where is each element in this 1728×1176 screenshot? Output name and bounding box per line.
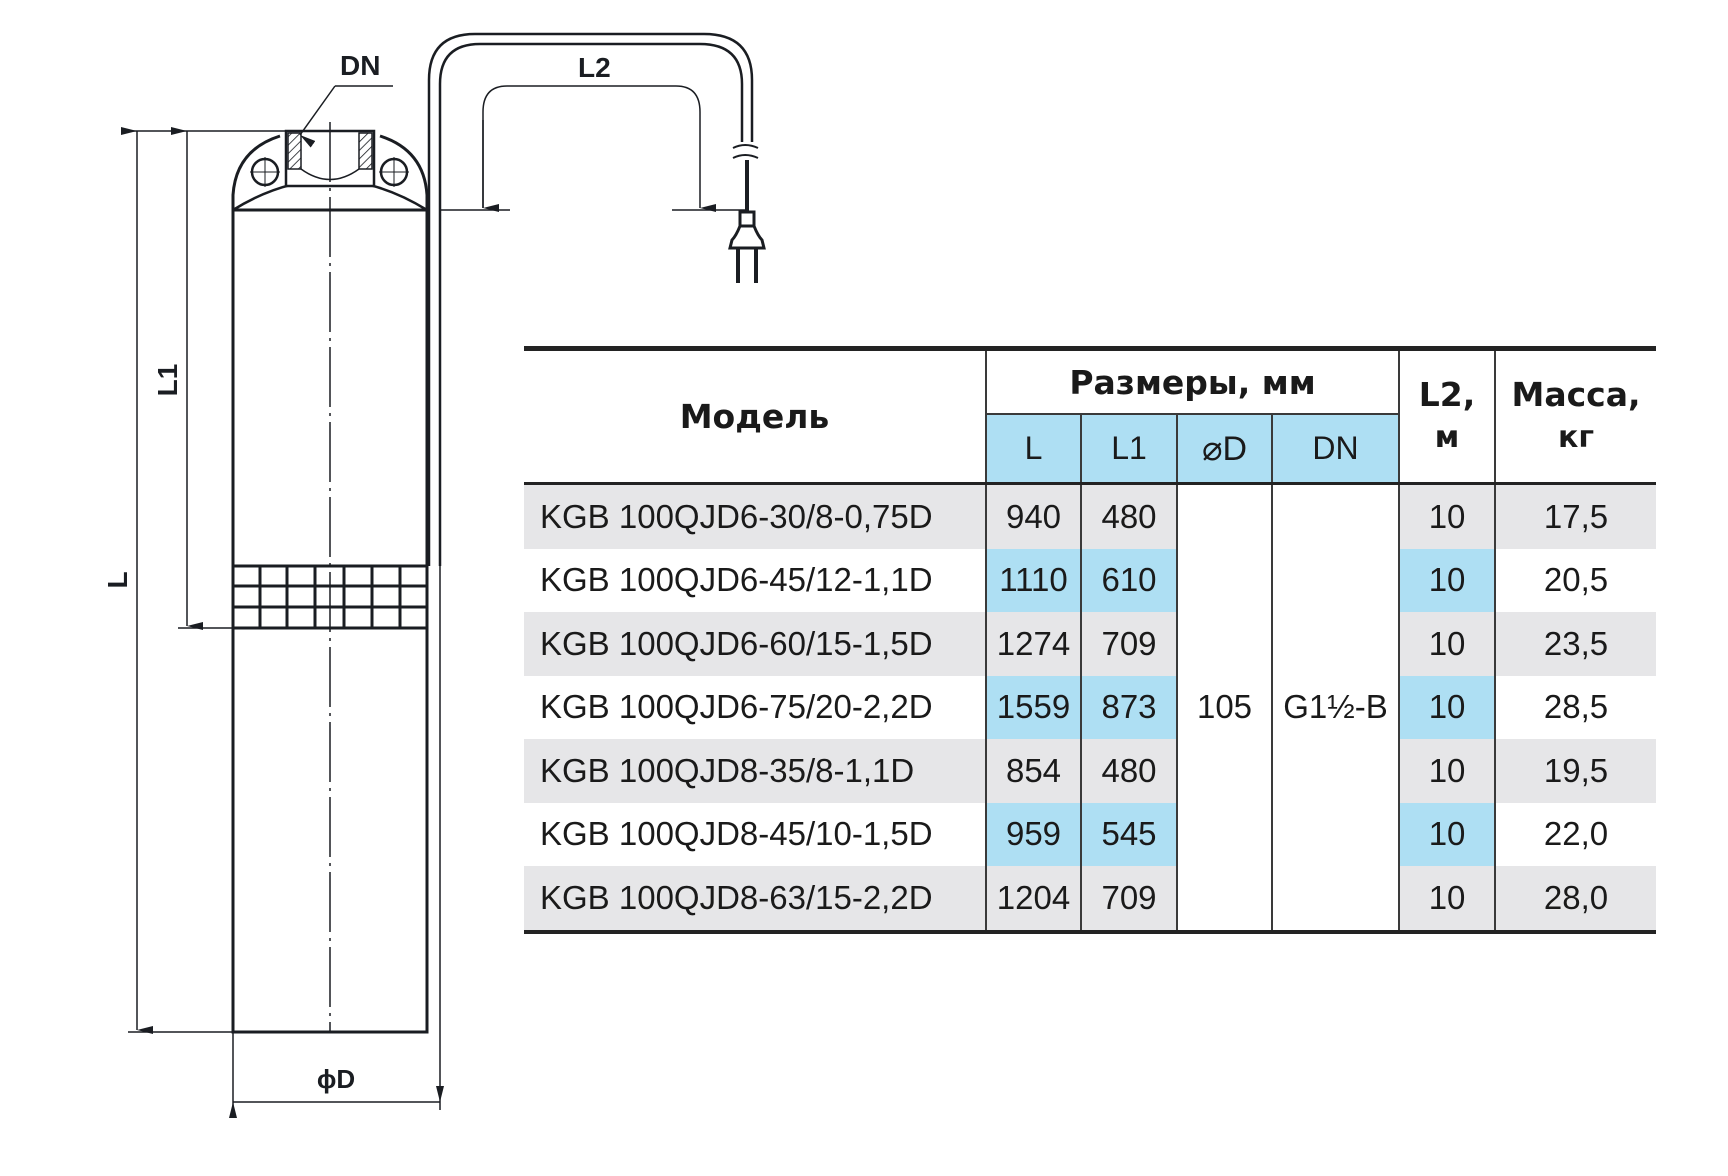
l2-cell: 10 — [1398, 483, 1496, 549]
model-cell: KGB 100QJD8-63/15-2,2D — [540, 878, 933, 916]
table-row: KGB 100QJD8-35/8-1,1D 854 480 10 19,5 — [524, 739, 1657, 803]
header-dn: DN — [1270, 413, 1400, 484]
l1-cell: 709 — [1080, 612, 1177, 676]
l-cell: 1274 — [985, 612, 1081, 676]
header-l: L — [985, 413, 1081, 484]
pump-body — [231, 122, 429, 1034]
mass-cell: 22,0 — [1494, 802, 1657, 866]
l-cell: 1204 — [985, 866, 1081, 932]
mass-cell: 23,5 — [1494, 612, 1657, 676]
model-cell: KGB 100QJD8-35/8-1,1D — [540, 751, 915, 789]
header-l1: L1 — [1080, 413, 1177, 484]
dimension-arrows — [121, 85, 747, 1118]
label-l1: L1 — [152, 364, 183, 397]
l1-cell: 480 — [1080, 739, 1177, 803]
l2-cell: 10 — [1398, 675, 1496, 739]
header-dimensions: Размеры, мм — [984, 348, 1400, 414]
l-cell: 1559 — [985, 675, 1081, 739]
plug-icon — [728, 210, 766, 283]
model-cell: KGB 100QJD6-75/20-2,2D — [540, 688, 933, 726]
header-l2-line1: L2, — [1398, 348, 1496, 414]
l1-cell: 610 — [1080, 548, 1177, 612]
table-row: KGB 100QJD8-45/10-1,5D 959 545 10 22,0 — [524, 802, 1657, 866]
model-cell: KGB 100QJD6-60/15-1,5D — [540, 624, 933, 662]
diameter-cell: 105 — [1176, 483, 1272, 932]
l-cell: 959 — [985, 802, 1081, 866]
header-model: Модель — [679, 397, 830, 436]
specifications-table: Модель Размеры, мм L2, Масса, L L1 ⌀D DN… — [524, 346, 1657, 934]
l2-cell: 10 — [1398, 612, 1496, 676]
l1-cell: 709 — [1080, 866, 1177, 932]
model-cell: KGB 100QJD6-45/12-1,1D — [540, 561, 933, 599]
label-diameter: ϕD — [317, 1064, 355, 1094]
dn-cell: G1½-B — [1270, 483, 1400, 932]
l-cell: 1110 — [985, 548, 1081, 612]
l1-cell: 873 — [1080, 675, 1177, 739]
l1-cell: 545 — [1080, 802, 1177, 866]
model-cell: KGB 100QJD6-30/8-0,75D — [540, 497, 933, 535]
mass-cell: 28,0 — [1494, 866, 1657, 932]
cable-loop — [427, 32, 759, 566]
mass-cell: 19,5 — [1494, 739, 1657, 803]
table-row: KGB 100QJD6-30/8-0,75D 940 480 105 G1½-B… — [524, 483, 1657, 932]
mass-cell: 17,5 — [1494, 483, 1657, 549]
l-cell: 854 — [985, 739, 1081, 803]
mass-cell: 20,5 — [1494, 548, 1657, 612]
table-row: KGB 100QJD6-75/20-2,2D 1559 873 10 28,5 — [524, 675, 1657, 739]
table-row: KGB 100QJD6-45/12-1,1D 1110 610 10 20,5 — [524, 548, 1657, 612]
l2-cell: 10 — [1398, 548, 1496, 612]
l2-cell: 10 — [1398, 866, 1496, 932]
header-mass-line2: кг — [1494, 414, 1657, 484]
table-row: KGB 100QJD8-63/15-2,2D 1204 709 10 28,0 — [524, 866, 1657, 932]
header-l2-line2: м — [1398, 414, 1496, 484]
l2-cell: 10 — [1398, 802, 1496, 866]
l1-cell: 480 — [1080, 483, 1177, 549]
model-cell: KGB 100QJD8-45/10-1,5D — [540, 815, 933, 853]
l2-cell: 10 — [1398, 739, 1496, 803]
table-row: KGB 100QJD6-60/15-1,5D 1274 709 10 23,5 — [524, 612, 1657, 676]
header-diameter: ⌀D — [1176, 413, 1272, 484]
label-dn: DN — [340, 50, 380, 81]
label-l: L — [102, 571, 133, 588]
l-cell: 940 — [985, 483, 1081, 549]
header-mass-line1: Масса, — [1494, 348, 1657, 414]
mass-cell: 28,5 — [1494, 675, 1657, 739]
label-l2: L2 — [578, 52, 611, 83]
